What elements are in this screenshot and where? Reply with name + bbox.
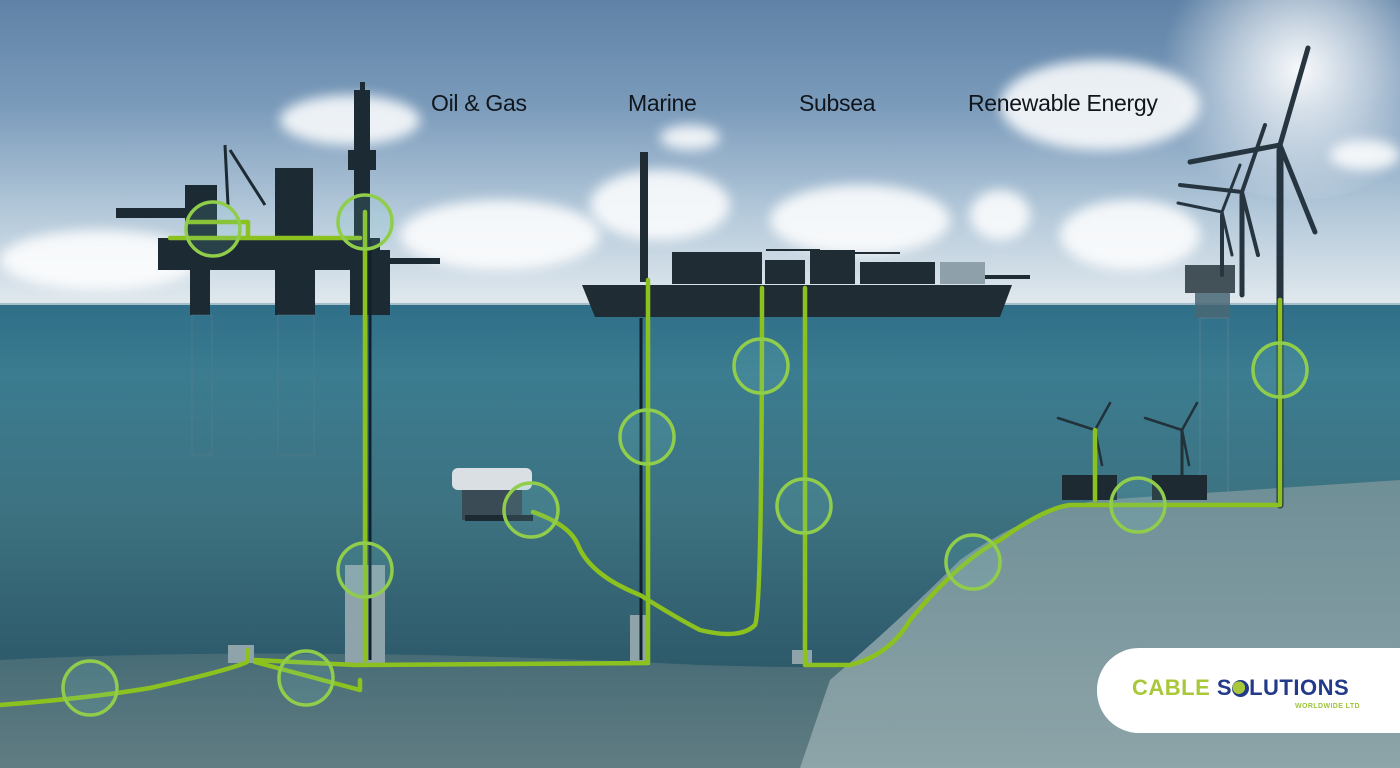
highlight-ring <box>184 200 242 258</box>
cloud <box>970 190 1030 240</box>
cable-route <box>0 209 1283 708</box>
highlight-ring <box>1251 341 1309 399</box>
highlight-ring <box>502 481 560 539</box>
cloud <box>280 95 420 145</box>
highlight-ring <box>277 649 335 707</box>
cloud <box>590 170 730 240</box>
globe-icon <box>1232 680 1250 697</box>
nav-subsea[interactable]: Subsea <box>799 90 876 116</box>
nav-renewable-energy[interactable]: Renewable Energy <box>968 90 1158 116</box>
company-logo[interactable]: CABLE S LUTIONS WORLDWIDE LTD <box>1097 648 1400 733</box>
rig-legs-underwater <box>191 314 315 456</box>
fpso-vessel-icon <box>582 152 1030 317</box>
cloud <box>1000 60 1200 150</box>
nav-oil-gas[interactable]: Oil & Gas <box>431 90 527 116</box>
cloud <box>1330 140 1400 170</box>
highlight-ring <box>61 659 119 717</box>
nav-marine[interactable]: Marine <box>628 90 697 116</box>
highlight-ring <box>775 477 833 535</box>
cloud <box>1060 200 1200 270</box>
highlight-ring <box>336 541 394 599</box>
highlight-ring <box>618 408 676 466</box>
logo-word-solutions-suffix: LUTIONS <box>1249 675 1350 700</box>
logo-word-solutions-prefix: S <box>1216 675 1233 700</box>
highlight-rings <box>61 193 1309 717</box>
oil-rig-icon <box>116 82 440 315</box>
highlight-ring <box>944 533 1002 591</box>
cloud <box>770 185 950 255</box>
riser-pipes <box>368 240 643 660</box>
subsea-base-icon <box>1062 475 1207 500</box>
logo-word-cable: CABLE <box>1132 675 1211 700</box>
cloud <box>660 125 720 150</box>
rov-icon <box>452 468 533 521</box>
offshore-substation-icon <box>1185 265 1235 318</box>
subsea-manifold-icon <box>228 565 812 665</box>
logo-wordmark: CABLE S LUTIONS <box>1132 675 1349 701</box>
small-wind-turbine-icon <box>1056 401 1199 487</box>
highlight-ring <box>1109 476 1167 534</box>
highlight-ring <box>336 193 394 251</box>
logo-subtitle: WORLDWIDE LTD <box>1295 703 1360 710</box>
highlight-ring <box>732 337 790 395</box>
substation-legs-underwater <box>1199 317 1229 499</box>
